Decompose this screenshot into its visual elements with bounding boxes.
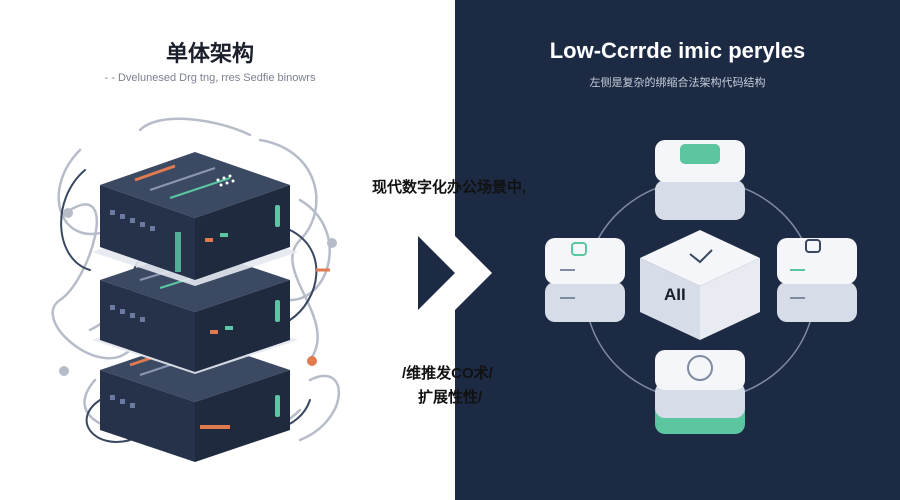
- server-stack-icon: [92, 152, 298, 462]
- middle-text-line-3: 扩展性性/: [418, 389, 483, 406]
- monolith-title: 单体架构: [165, 41, 254, 66]
- middle-text-line-2: /维推发CO术/: [402, 365, 493, 382]
- modular-blocks-icon: [545, 140, 857, 434]
- lowcode-title: Low-Ccrrde imic peryles: [549, 38, 806, 63]
- lowcode-subtitle: 左侧是复杂的绑缩合法架构代码结构: [589, 77, 766, 89]
- forward-arrow-icon: [418, 236, 492, 310]
- monolith-subtitle: - - Dvelunesed Drg tng, rres Sedfie bino…: [104, 72, 316, 84]
- ai-module: [640, 230, 760, 340]
- ai-module-label: AII: [664, 285, 686, 304]
- middle-text-line-1: 现代数字化办公场景中,: [372, 179, 527, 196]
